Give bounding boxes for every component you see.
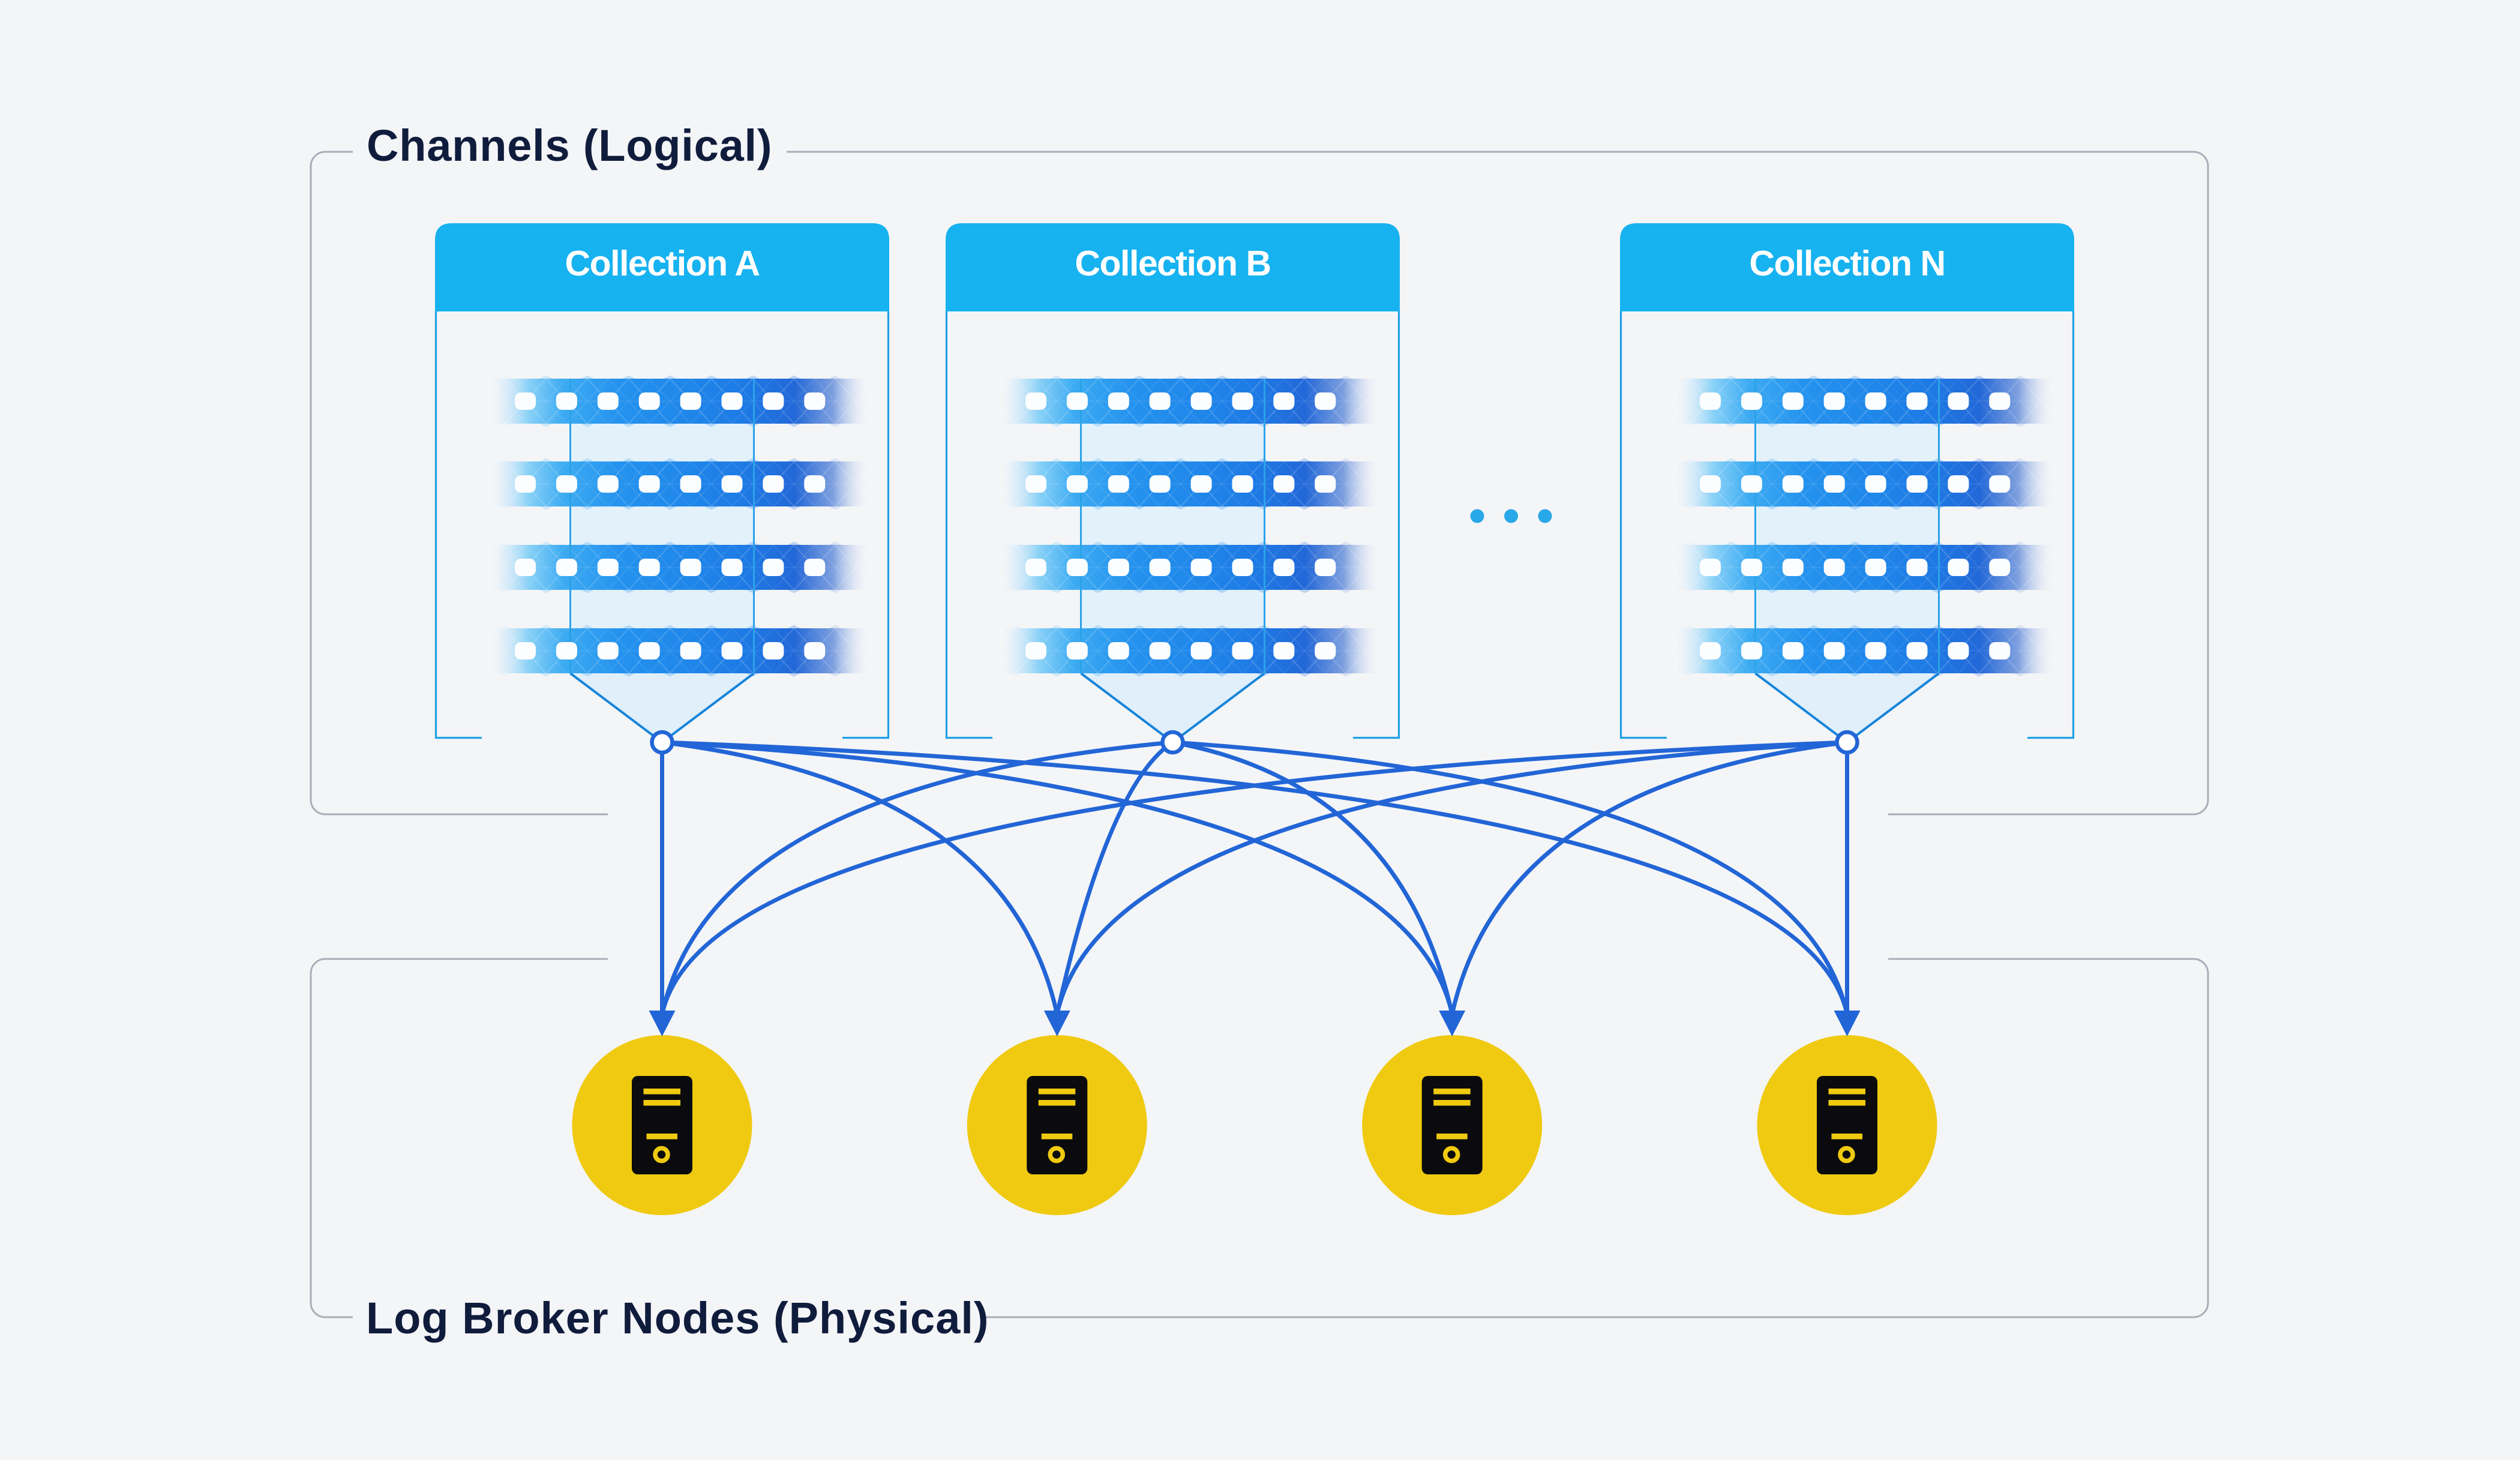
svg-text:Collection A: Collection A [565, 244, 760, 283]
svg-text:Channels (Logical): Channels (Logical) [367, 121, 772, 170]
svg-text:Collection N: Collection N [1749, 244, 1945, 283]
svg-text:Collection B: Collection B [1075, 244, 1270, 283]
svg-text:Log Broker Nodes (Physical): Log Broker Nodes (Physical) [366, 1293, 989, 1343]
